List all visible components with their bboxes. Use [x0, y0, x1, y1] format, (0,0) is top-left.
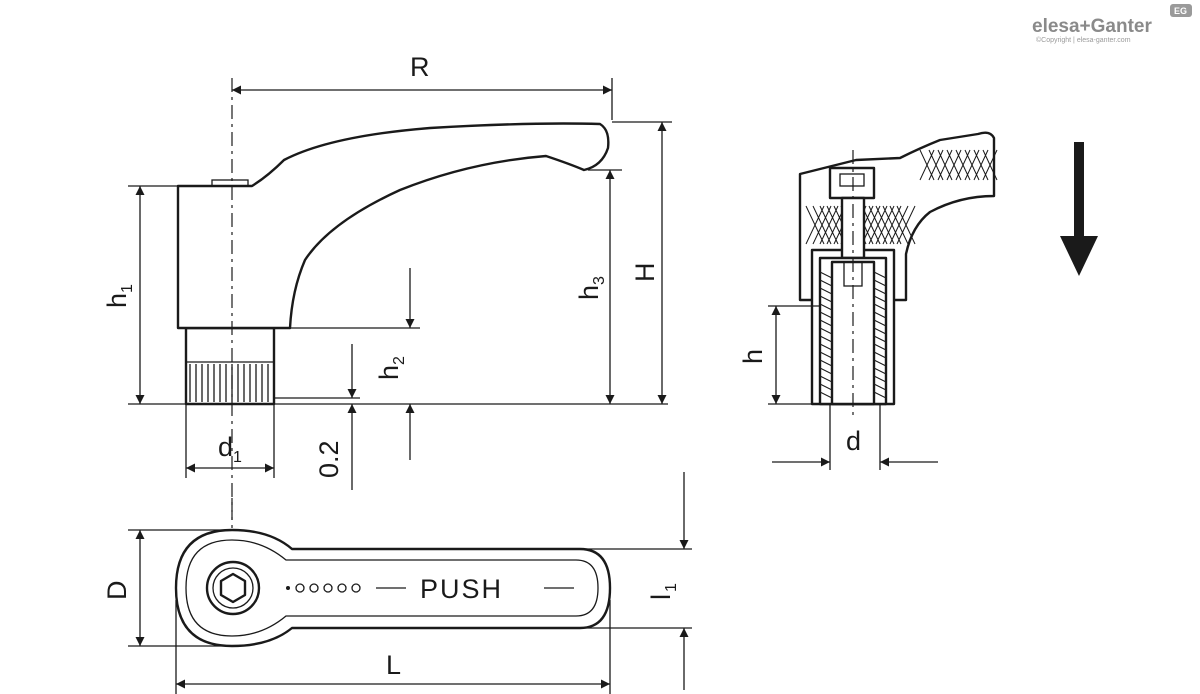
dim-gap-label: 0.2: [314, 440, 344, 478]
top-dimensions: D L l 1: [102, 472, 692, 694]
svg-text:1: 1: [663, 583, 680, 592]
dim-H-label: H: [630, 263, 660, 283]
brand-logo: elesa+Ganter ©Copyright | elesa-ganter.c…: [1032, 4, 1192, 44]
svg-text:h: h: [102, 293, 132, 308]
side-view: [176, 78, 610, 520]
dim-d-label: d: [846, 426, 861, 456]
svg-text:h: h: [738, 349, 768, 364]
dim-L-label: L: [386, 650, 401, 680]
svg-text:h: h: [374, 365, 404, 380]
svg-text:2: 2: [391, 356, 408, 365]
section-view: [798, 131, 998, 420]
dim-d1-label: d 1: [218, 432, 242, 466]
dim-h-label: h: [738, 349, 768, 364]
dim-h2-label: h 2: [374, 356, 408, 380]
brand-badge-text: EG: [1174, 6, 1187, 16]
svg-text:l: l: [646, 594, 676, 600]
dim-D-label: D: [102, 581, 132, 601]
dim-R-label: R: [410, 52, 430, 82]
top-view: PUSH: [174, 498, 612, 648]
svg-text:3: 3: [591, 276, 608, 285]
dot-indicators: [295, 583, 361, 593]
brand-logo-text: elesa+Ganter: [1032, 16, 1152, 37]
svg-text:D: D: [102, 581, 132, 601]
knurled-base: [184, 326, 276, 406]
brand-badge: [1170, 4, 1192, 17]
push-label: PUSH: [420, 574, 503, 604]
side-dimensions: R h 1 H h 3 h 2: [102, 52, 672, 490]
section-dimensions: h d: [738, 305, 938, 470]
svg-text:0.2: 0.2: [314, 440, 344, 478]
svg-text:1: 1: [233, 449, 242, 466]
svg-text:H: H: [630, 263, 660, 283]
dim-h3-label: h 3: [574, 276, 608, 300]
push-direction-arrow-icon: [1060, 142, 1098, 276]
dim-l1-label: l 1: [646, 583, 680, 600]
svg-text:h: h: [574, 285, 604, 300]
svg-text:1: 1: [119, 284, 136, 293]
dim-h1-label: h 1: [102, 284, 136, 308]
lever-body: [176, 122, 610, 330]
brand-copyright: ©Copyright | elesa-ganter.com: [1036, 36, 1131, 44]
svg-text:d: d: [218, 432, 233, 462]
